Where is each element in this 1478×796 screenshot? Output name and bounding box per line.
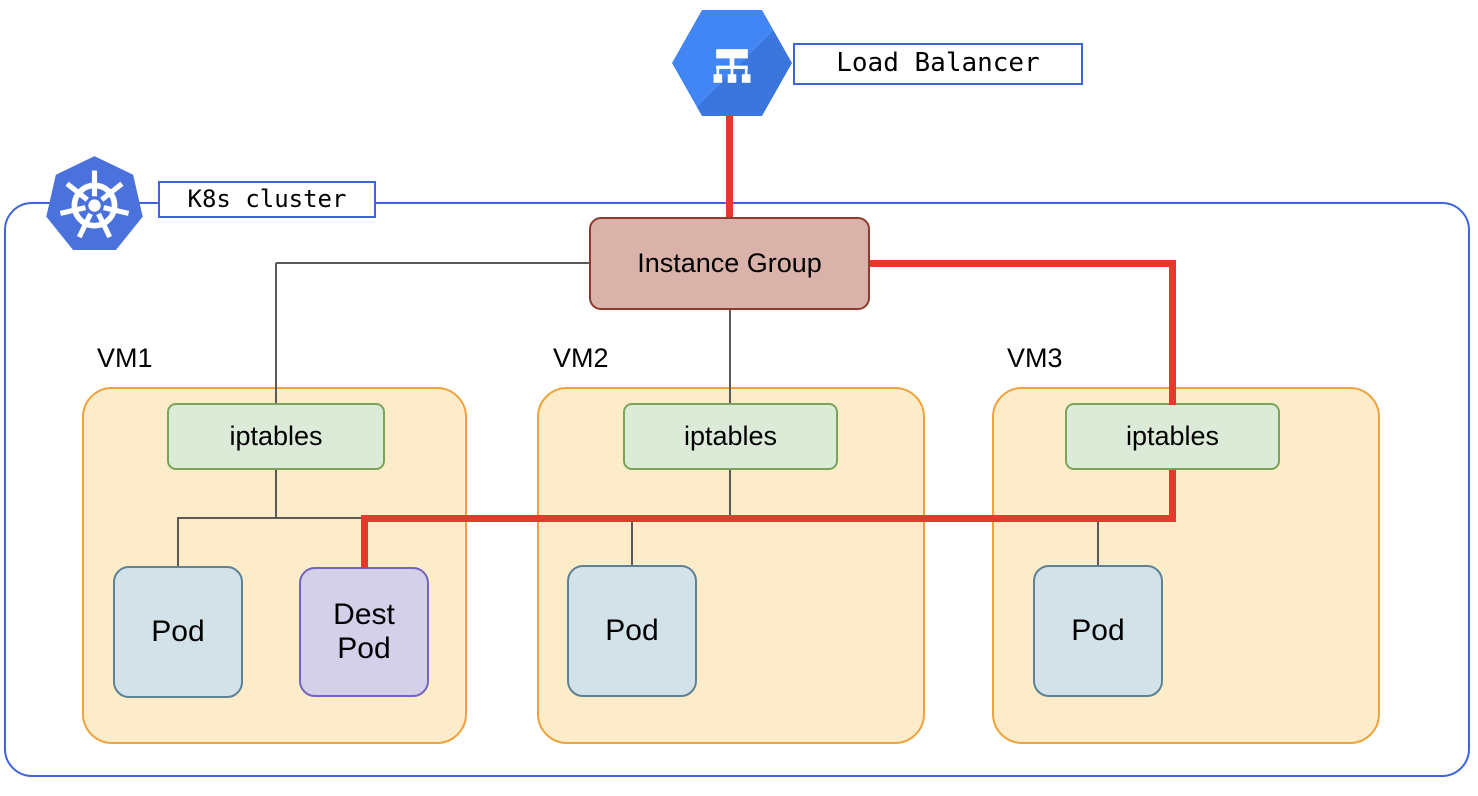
vm1-label: VM1 [97, 343, 153, 373]
vm3-pod-label: Pod [1071, 613, 1125, 647]
traffic-down-to-vm3-iptables [1169, 260, 1176, 405]
vm1-dest-pod-label: Dest Pod [333, 597, 395, 666]
load-balancer-icon [713, 49, 751, 83]
traffic-into-dest-pod [361, 515, 368, 568]
vm2-iptables-label: iptables [683, 420, 778, 451]
vm3-pod-box: Pod [1033, 565, 1163, 697]
connector-instancegroup-to-vm1-horizontal [276, 262, 589, 264]
load-balancer-tag-label: Load Balancer [836, 48, 1040, 79]
traffic-instancegroup-right [870, 260, 1176, 267]
connector-vm1-pod-drop [177, 519, 179, 566]
traffic-lb-to-instancegroup [726, 114, 733, 217]
vm2-pod-box: Pod [567, 565, 697, 697]
vm3-iptables-box: iptables [1065, 403, 1280, 470]
vm1-iptables-label: iptables [229, 420, 323, 451]
connector-vm1-split-horizontal [177, 517, 363, 519]
instance-group-box: Instance Group [589, 217, 870, 310]
connector-vm1-iptables-down [275, 470, 277, 518]
vm2-label: VM2 [553, 343, 609, 373]
connector-vm2-pod-drop [631, 522, 633, 565]
connector-vm3-pod-drop [1097, 522, 1099, 565]
vm1-pod-label: Pod [151, 614, 205, 648]
traffic-vm3-iptables-out [1169, 470, 1176, 522]
vm2-iptables-box: iptables [623, 403, 838, 470]
traffic-cross-vm-horizontal [361, 515, 1176, 522]
vm1-iptables-box: iptables [167, 403, 385, 470]
vm3-label: VM3 [1007, 343, 1063, 373]
connector-instancegroup-to-vm2-vertical [729, 310, 731, 403]
vm2-pod-label: Pod [605, 613, 659, 647]
kubernetes-icon [46, 156, 143, 251]
vm1-pod-box: Pod [113, 566, 243, 698]
load-balancer-hexagon [672, 10, 792, 116]
k8s-cluster-tag: K8s cluster [158, 181, 376, 218]
connector-vm2-iptables-down [729, 470, 731, 516]
load-balancer-tag: Load Balancer [793, 43, 1083, 85]
k8s-cluster-boundary [4, 202, 1470, 777]
k8s-cluster-tag-label: K8s cluster [187, 184, 347, 213]
vm1-dest-pod-box: Dest Pod [299, 567, 429, 697]
connector-instancegroup-to-vm1-vertical [275, 263, 277, 403]
instance-group-label: Instance Group [637, 247, 822, 278]
vm3-iptables-label: iptables [1125, 420, 1220, 451]
